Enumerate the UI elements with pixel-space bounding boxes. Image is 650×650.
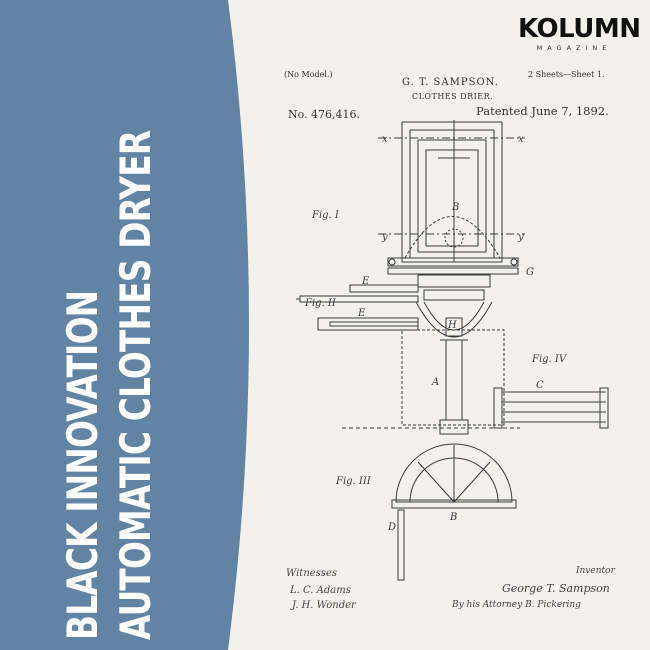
heater-chamber (415, 274, 493, 338)
crossbar (387, 257, 519, 275)
witnesses-label: Witnesses (286, 568, 337, 579)
brand-subtitle: MAGAZINE (536, 44, 612, 52)
pedestal (342, 329, 520, 435)
figure-4-label: Fig. IV (531, 354, 568, 365)
figure-2-label: Fig. II (304, 298, 337, 309)
label-a: A (431, 377, 439, 388)
drawer-frame (401, 120, 503, 263)
witness-signature-1: L. C. Adams (290, 585, 351, 596)
rack-figure-4 (493, 387, 609, 429)
patent-date: Patented June 7, 1892. (476, 104, 609, 118)
label-x-right: x (518, 134, 524, 145)
brand-logo[interactable]: KOLUMN MAGAZINE (518, 14, 641, 52)
label-c: C (536, 380, 544, 391)
label-b-base: B (449, 512, 457, 523)
dome-center (444, 228, 464, 248)
inventor-name: G. T. SAMPSON. (402, 77, 499, 88)
label-x-left: x (382, 134, 388, 145)
label-y-right: y (517, 232, 524, 243)
label-h: H (447, 320, 457, 331)
model-note: (No Model.) (284, 70, 333, 79)
figure-3-label: Fig. III (335, 476, 372, 487)
patent-number: No. 476,416. (288, 108, 361, 121)
drying-dome (404, 216, 501, 259)
attorney-line: By his Attorney B. Pickering (452, 600, 581, 610)
figure-1-label: Fig. I (311, 210, 340, 221)
label-y-left: y (381, 232, 388, 243)
label-b: B (451, 202, 459, 213)
sheet-note: 2 Sheets—Sheet 1. (528, 70, 605, 79)
label-d: D (387, 522, 396, 533)
witness-signature-2: J. H. Wonder (292, 600, 356, 611)
label-g: G (526, 267, 534, 278)
invention-title: CLOTHES DRIER. (412, 92, 494, 101)
inventor-label: Inventor (576, 566, 615, 576)
label-e-bottom: E (357, 308, 366, 319)
brand-name: KOLUMN (518, 14, 641, 44)
drawing-labels: x x y y B G E E H A C D B Fig. I Fig. II… (304, 134, 568, 533)
label-e-top: E (361, 276, 370, 287)
side-arms (296, 284, 419, 331)
inventor-signature: George T. Sampson (502, 582, 610, 595)
base-figure-3 (391, 443, 517, 581)
